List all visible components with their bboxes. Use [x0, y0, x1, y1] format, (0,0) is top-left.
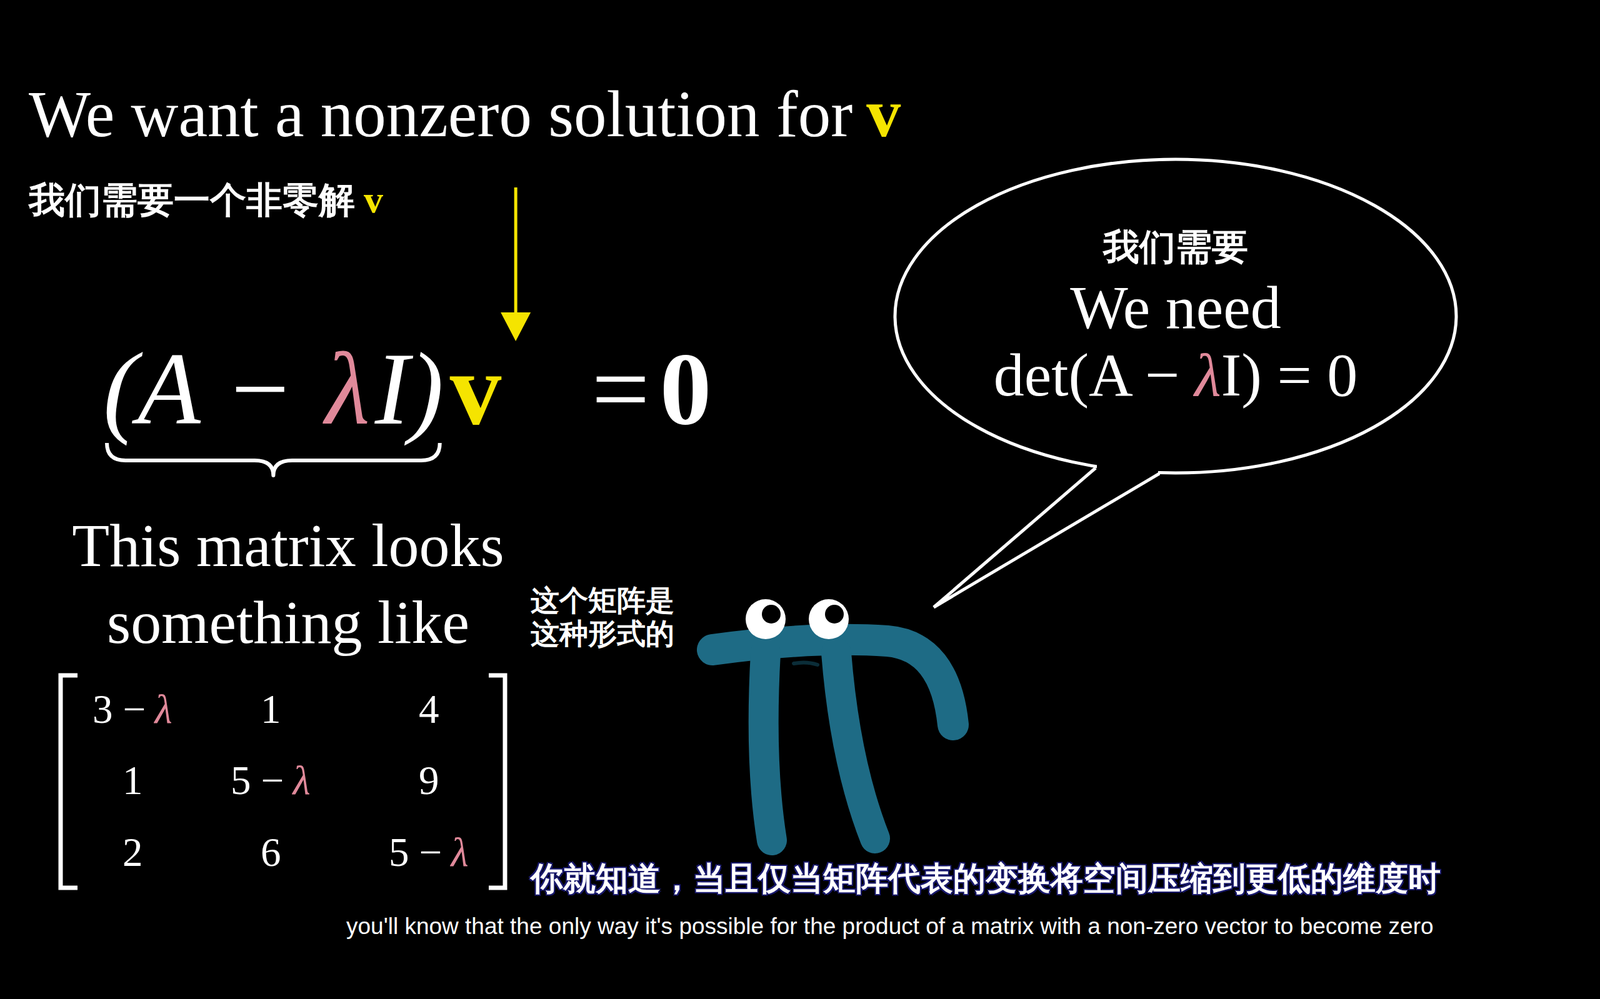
underbrace — [106, 443, 440, 476]
subtitle-text: you'll know that the only way it's possi… — [346, 913, 1434, 940]
lambda-symbol: λ — [154, 686, 172, 734]
matrix-cell: 1 — [122, 757, 144, 805]
formula-row: det(A −λI) = 0 — [993, 341, 1359, 410]
lambda-symbol: λ — [450, 829, 469, 877]
pointer-line — [514, 187, 518, 317]
speech-bubble: 我们需要We needdet(A −λI) = 0 — [893, 158, 1458, 475]
matrix-entry: 4 — [418, 686, 440, 734]
matrix-entry: 2 — [122, 829, 144, 877]
heading-text: We want a nonzero solution for — [28, 76, 853, 152]
matrix-cell: 1 — [260, 686, 282, 734]
matrix-entry: 3 − — [92, 686, 146, 734]
caption-text: This matrix looks something like — [28, 507, 548, 661]
subtitle-text: 你就知道，当且仅当矩阵代表的变换将空间压缩到更低的维度时 — [530, 857, 1441, 902]
matrix-entry: 9 — [418, 757, 440, 805]
formula-part: det(A − — [993, 341, 1180, 410]
matrix-bracket-right — [488, 675, 505, 889]
matrix-cell: 9 — [418, 757, 440, 805]
lambda-symbol: λ — [292, 757, 310, 805]
matrix-cell: 3 −λ — [92, 686, 173, 734]
formula-part: I) = 0 — [1221, 341, 1359, 410]
equation-sign: = — [591, 337, 650, 441]
vector-symbol: v⃗ — [866, 73, 955, 154]
matrix-entry: 6 — [260, 829, 282, 877]
lambda-symbol: λ — [1194, 341, 1221, 410]
matrix-entry: 1 — [122, 757, 144, 805]
subtitle-text: 我们需要一个非零解 — [28, 176, 355, 225]
matrix-cell: 5 −λ — [230, 757, 311, 805]
equation-part: (A − — [103, 337, 294, 441]
equation-part: I) — [375, 337, 444, 441]
zero-vector: 0⃗ — [660, 337, 792, 441]
vector-symbol: v⃗ — [363, 177, 414, 222]
matrix-cell: 4 — [418, 686, 440, 734]
text-row: 我们需要一个非零解v⃗ — [28, 176, 414, 225]
text-row: (A − λI)v⃗=0⃗ — [103, 337, 792, 441]
matrix-entry: 5 − — [388, 829, 442, 877]
bubble-text: We need — [1070, 274, 1282, 342]
matrix-cell: 5 −λ — [388, 829, 469, 877]
lambda-symbol: λ — [325, 337, 370, 441]
matrix-entry: 5 − — [230, 757, 284, 805]
pi-creature — [712, 599, 954, 841]
vector-symbol: v⃗ — [450, 337, 582, 441]
bubble-heading: 我们需要 — [1103, 223, 1249, 272]
matrix-bracket-left — [60, 675, 78, 889]
matrix-cell: 2 — [122, 829, 144, 877]
matrix-entry: 1 — [260, 686, 282, 734]
matrix-cell: 6 — [260, 829, 282, 877]
text-row: We want a nonzero solution forv⃗ — [28, 73, 955, 154]
subtitle-text: 这个矩阵是 这种形式的 — [530, 584, 684, 651]
